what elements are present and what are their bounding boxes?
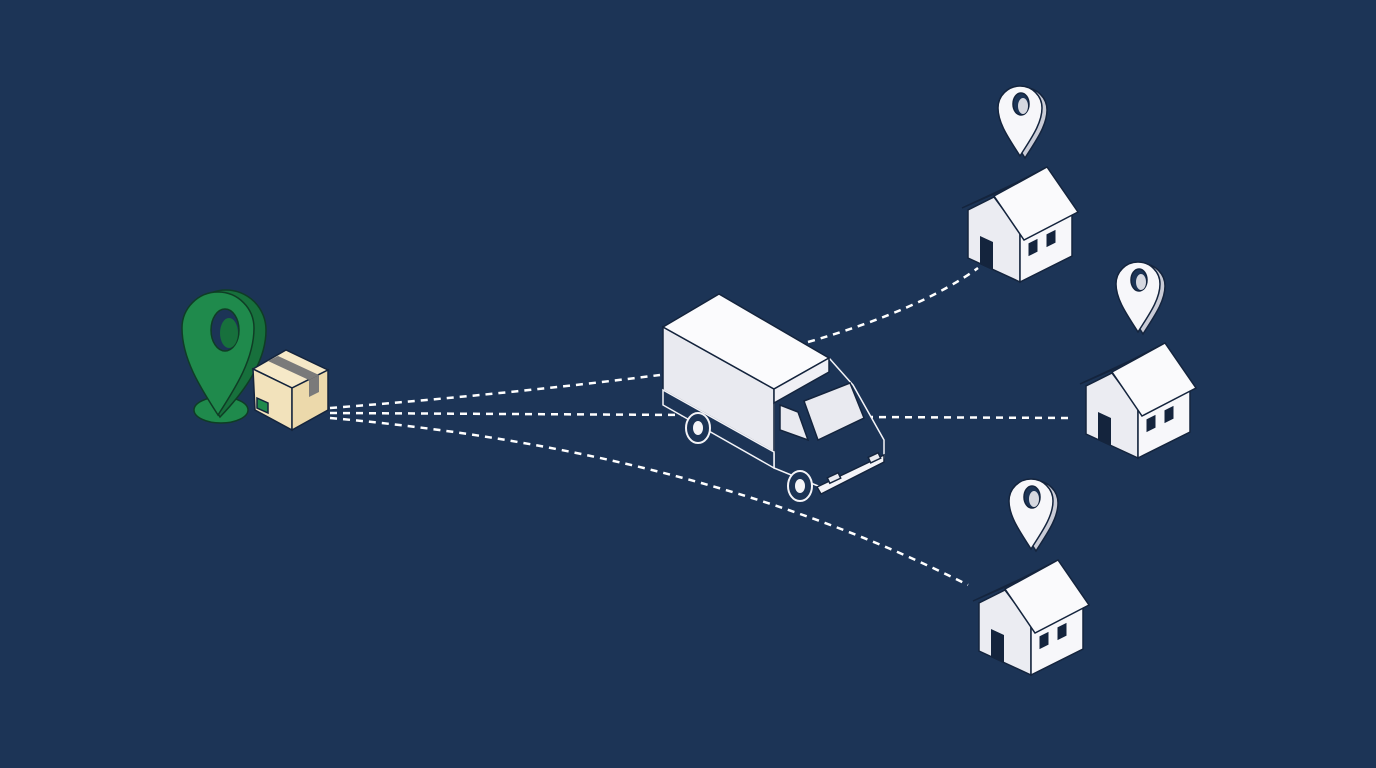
route-truck-to-house-1 xyxy=(807,266,979,344)
package-box-icon xyxy=(251,349,330,432)
destination-3 xyxy=(972,478,1090,676)
house-icon xyxy=(961,166,1079,283)
white-location-pin-icon xyxy=(1008,478,1059,552)
destination-2 xyxy=(1079,261,1197,459)
route-origin-to-truck-middle xyxy=(329,411,689,417)
green-location-pin-icon xyxy=(181,289,267,424)
white-location-pin-icon xyxy=(997,85,1048,159)
route-origin-to-house-3 xyxy=(329,416,969,587)
route-origin-to-truck-upper xyxy=(329,373,661,410)
house-icon xyxy=(1079,342,1197,459)
white-location-pin-icon xyxy=(1115,261,1166,335)
delivery-truck-icon xyxy=(661,293,885,502)
route-lines xyxy=(329,266,1073,587)
route-truck-to-house-2 xyxy=(865,415,1073,420)
house-icon xyxy=(972,559,1090,676)
destination-1 xyxy=(961,85,1079,283)
